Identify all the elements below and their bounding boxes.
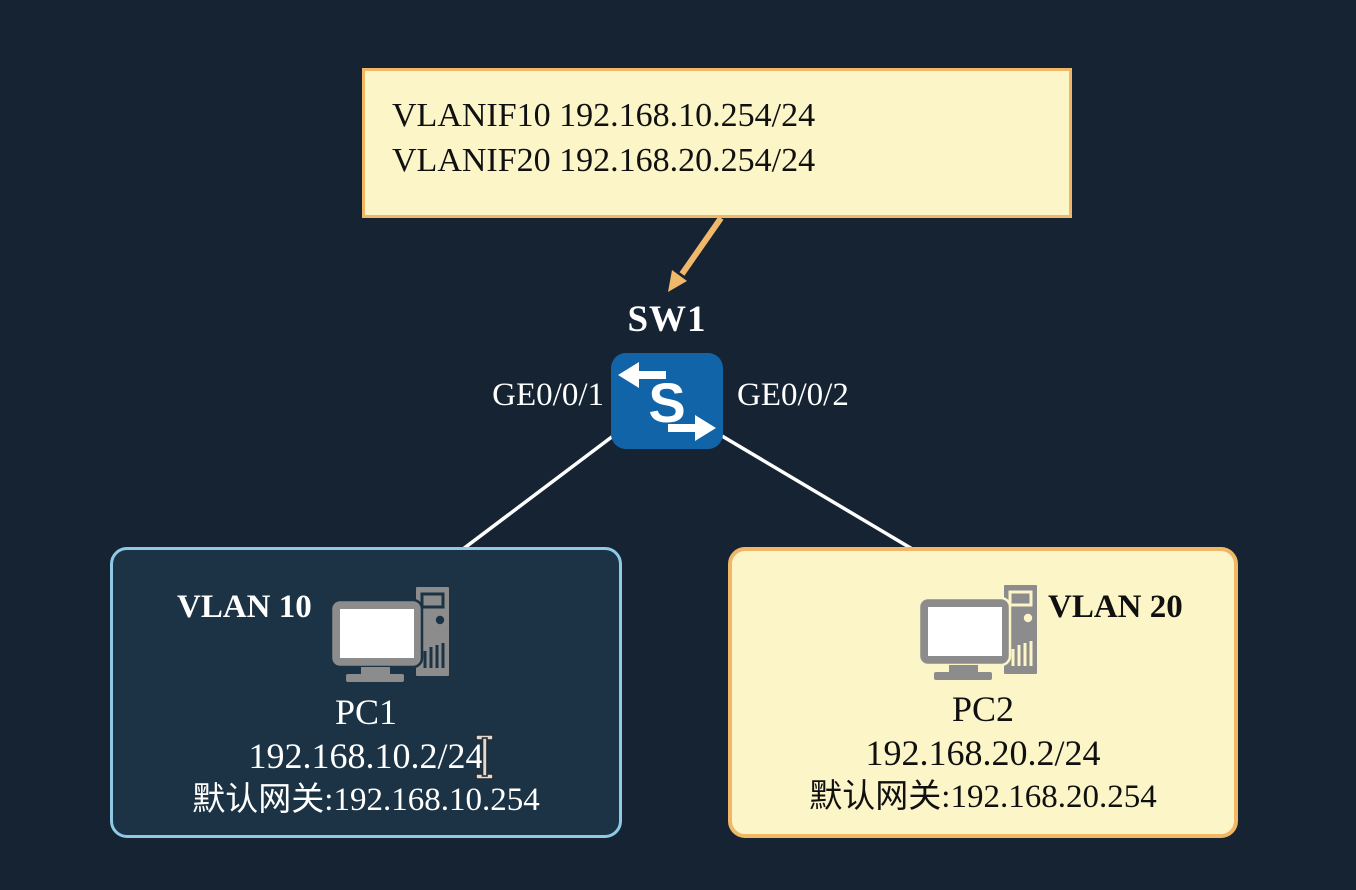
pc1-default-gateway: 默认网关:192.168.10.254 — [192, 782, 540, 818]
pc2-default-gateway: 默认网关:192.168.20.254 — [809, 779, 1157, 815]
vlan10-zone-box — [110, 547, 622, 838]
pc2-desktop-icon — [917, 583, 1040, 681]
vlan20-zone-box — [728, 547, 1238, 838]
port-label-ge001: GE0/0/1 — [492, 377, 604, 413]
vlanif-annotation-box: VLANIF10 192.168.10.254/24 VLANIF20 192.… — [362, 68, 1072, 218]
switch-name-label: SW1 — [627, 299, 707, 340]
switch-letter: S — [648, 371, 685, 434]
port-label-ge002: GE0/0/2 — [737, 377, 849, 413]
pc2-name: PC2 — [951, 689, 1015, 729]
vlan10-label: VLAN 10 — [177, 589, 312, 625]
text-ibeam-cursor-icon — [472, 733, 498, 781]
switch-left-arrow-glyph — [618, 362, 666, 388]
pc1-info: PC1 192.168.10.2/24 默认网关:192.168.10.254 — [110, 689, 622, 822]
pc2-ip-address: 192.168.20.2/24 — [865, 733, 1101, 773]
vlanif10-line: VLANIF10 192.168.10.254/24 — [392, 97, 816, 134]
pc1-desktop-icon — [329, 585, 452, 683]
vlanif20-line: VLANIF20 192.168.20.254/24 — [392, 142, 816, 179]
pc2-info: PC2 192.168.20.2/24 默认网关:192.168.20.254 — [728, 686, 1238, 819]
annotation-arrow — [668, 216, 724, 292]
pc1-ip-address: 192.168.10.2/24 — [248, 736, 484, 776]
pc1-name: PC1 — [334, 692, 398, 732]
vlan20-label: VLAN 20 — [1048, 589, 1183, 625]
switch-right-arrow-glyph — [668, 415, 716, 441]
switch-icon: S — [610, 352, 724, 450]
